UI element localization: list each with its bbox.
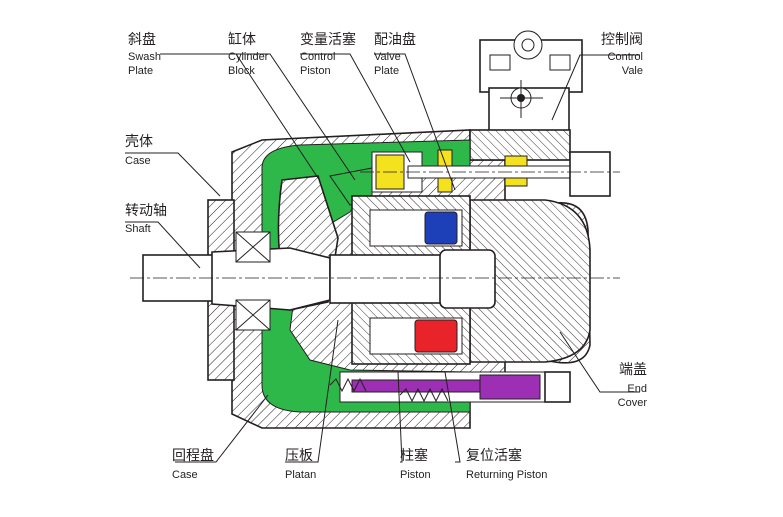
returning-piston-en: Returning Piston: [466, 469, 547, 481]
leader-lines: [125, 53, 640, 463]
label-returning-piston: 复位活塞 Returning Piston: [466, 447, 547, 481]
case-bottom-zh: 回程盘: [172, 447, 214, 464]
label-control-piston: 变量活塞 Control Piston: [300, 31, 356, 77]
case-top-en: Case: [125, 155, 151, 167]
valve-plate-en2: Plate: [374, 65, 399, 77]
red-piston: [414, 319, 458, 353]
control-piston-en1: Control: [300, 51, 335, 63]
label-cylinder-block: 缸体 Cylinder Block: [228, 31, 269, 77]
control-valve-en2: Vale: [622, 65, 643, 77]
swash-plate-en2: Plate: [128, 65, 153, 77]
cylinder-block-zh: 缸体: [228, 31, 256, 48]
end-cover-en1: End: [627, 383, 647, 395]
control-valve-zh: 控制阀: [601, 32, 643, 48]
platan-en: Platan: [285, 469, 316, 481]
case-top-zh: 壳体: [125, 133, 153, 150]
case-bottom-en: Case: [172, 469, 198, 481]
cylinder-block-en2: Block: [228, 65, 255, 77]
swash-plate-en1: Swash: [128, 51, 161, 63]
control-piston-en2: Piston: [300, 65, 331, 77]
label-end-cover: 端盖 End Cover: [618, 362, 648, 409]
control-valve-en1: Control: [608, 51, 643, 63]
end-cover-en2: Cover: [618, 397, 648, 409]
shaft-en: Shaft: [125, 223, 151, 235]
label-piston: 柱塞 Piston: [400, 447, 431, 481]
valve-plate-en1: Valve: [374, 51, 401, 63]
label-swash-plate: 斜盘 Swash Plate: [128, 31, 161, 77]
control-piston-zh: 变量活塞: [300, 31, 356, 48]
label-shaft: 转动轴 Shaft: [125, 203, 167, 235]
returning-piston: [339, 371, 571, 403]
cylinder-block-en1: Cylinder: [228, 51, 269, 63]
label-case-bottom: 回程盘 Case: [172, 447, 214, 481]
blue-piston: [424, 211, 458, 245]
label-platan: 压板 Platan: [285, 448, 316, 481]
swash-plate-zh: 斜盘: [128, 31, 156, 48]
shaft-zh: 转动轴: [125, 203, 167, 219]
label-case-top: 壳体 Case: [125, 133, 153, 167]
piston-zh: 柱塞: [400, 447, 428, 464]
returning-piston-zh: 复位活塞: [466, 447, 522, 464]
end-cover-zh: 端盖: [619, 362, 647, 378]
label-valve-plate: 配油盘 Valve Plate: [374, 31, 416, 77]
label-control-valve: 控制阀 Control Vale: [601, 32, 643, 77]
control-valve-body: [479, 30, 583, 133]
springs: [329, 377, 449, 403]
valve-plate-zh: 配油盘: [374, 31, 416, 48]
drive-shaft: [142, 231, 496, 331]
piston-en: Piston: [400, 469, 431, 481]
control-piston: [371, 149, 611, 197]
platan-zh: 压板: [285, 448, 313, 464]
